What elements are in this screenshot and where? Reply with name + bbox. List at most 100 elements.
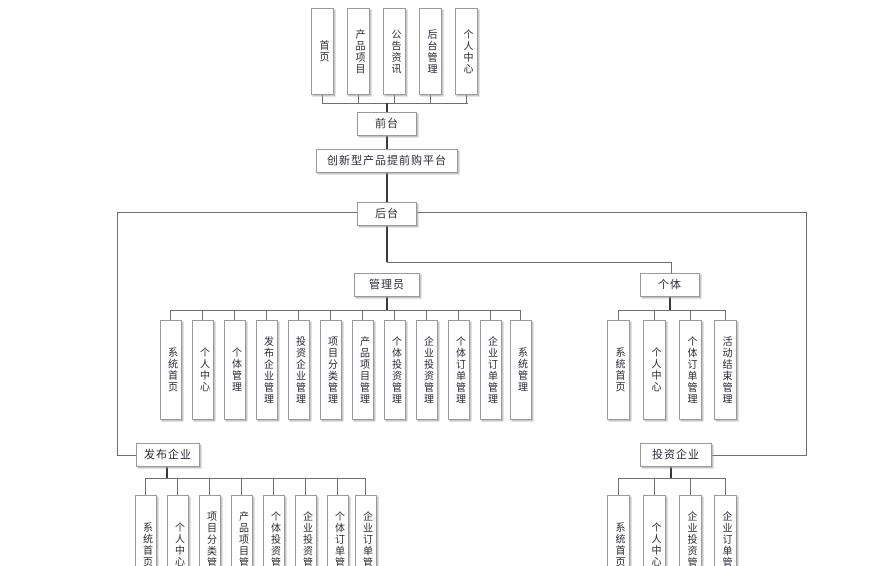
backend-node[interactable]: 后台 (357, 202, 417, 226)
admin-item-system-home[interactable]: 系统首页 (160, 320, 182, 420)
role-admin-node[interactable]: 管理员 (354, 273, 420, 297)
investor-bus-line (618, 478, 726, 479)
admin-stub-11 (520, 310, 521, 320)
role-individual-label: 个体 (658, 278, 682, 291)
backend-bus-left (117, 212, 358, 213)
admin-stub-4 (298, 310, 299, 320)
admin-stub-6 (362, 310, 363, 320)
publisher-item-personal-center[interactable]: 个人中心 (167, 495, 189, 566)
admin-drop-line (386, 297, 388, 311)
admin-bus-line (170, 310, 520, 311)
backend-drop-to-investor (806, 212, 807, 455)
frontend-stub-4 (466, 94, 467, 104)
backend-to-roles-connector (386, 226, 388, 262)
publisher-item-enterprise-invest-mgmt[interactable]: 企业投资管理 (295, 495, 317, 566)
frontend-item-label: 首页 (317, 40, 328, 63)
admin-item-label: 项目分类管理 (325, 335, 337, 405)
admin-item-personal-center[interactable]: 个人中心 (192, 320, 214, 420)
publisher-drop-line (166, 467, 168, 478)
publisher-item-system-home[interactable]: 系统首页 (135, 495, 157, 566)
investor-item-label: 系统首页 (613, 522, 624, 566)
admin-item-product-project-mgmt[interactable]: 产品项目管理 (352, 320, 374, 420)
admin-item-individual-order-mgmt[interactable]: 个体订单管理 (448, 320, 470, 420)
admin-stub-0 (170, 310, 171, 320)
frontend-item-personal-center[interactable]: 个人中心 (455, 8, 478, 95)
investor-item-system-home[interactable]: 系统首页 (607, 495, 630, 566)
publisher-stub-2 (209, 478, 210, 495)
admin-item-label: 个人中心 (197, 347, 209, 393)
admin-item-label: 企业订单管理 (485, 335, 497, 405)
publisher-item-individual-order-mgmt[interactable]: 个体订单管理 (327, 495, 349, 566)
individual-item-system-home[interactable]: 系统首页 (607, 320, 630, 420)
role-admin-label: 管理员 (369, 278, 405, 291)
backend-drop-to-publisher (117, 212, 118, 455)
individual-stub-1 (654, 310, 655, 320)
investor-stub-2 (690, 478, 691, 495)
frontend-item-label: 产品项目 (353, 28, 364, 75)
role-investor-node[interactable]: 投资企业 (640, 443, 712, 467)
roles-bus-line (387, 262, 672, 263)
root-label: 创新型产品提前购平台 (327, 154, 447, 167)
backend-label: 后台 (375, 207, 399, 220)
publisher-item-label: 企业订单管理 (360, 510, 372, 566)
role-publisher-label: 发布企业 (144, 448, 192, 461)
individual-item-personal-center[interactable]: 个人中心 (643, 320, 666, 420)
frontend-item-backend-admin[interactable]: 后台管理 (419, 8, 442, 95)
root-node[interactable]: 创新型产品提前购平台 (316, 149, 458, 173)
admin-stub-1 (202, 310, 203, 320)
investor-item-personal-center[interactable]: 个人中心 (643, 495, 666, 566)
admin-item-investor-mgmt[interactable]: 投资企业管理 (288, 320, 310, 420)
frontend-stub-0 (322, 94, 323, 104)
admin-item-individual-invest-mgmt[interactable]: 个体投资管理 (384, 320, 406, 420)
role-investor-label: 投资企业 (652, 448, 700, 461)
admin-stub-9 (458, 310, 459, 320)
admin-item-publisher-mgmt[interactable]: 发布企业管理 (256, 320, 278, 420)
frontend-stub-1 (358, 94, 359, 104)
publisher-item-label: 系统首页 (140, 522, 152, 566)
investor-entry-line (712, 455, 807, 456)
frontend-node[interactable]: 前台 (357, 112, 417, 136)
role-publisher-node[interactable]: 发布企业 (136, 443, 200, 467)
publisher-item-label: 企业投资管理 (300, 510, 312, 566)
admin-item-system-mgmt[interactable]: 系统管理 (510, 320, 532, 420)
root-to-backend-connector (386, 173, 388, 202)
investor-item-label: 企业投资管理 (685, 510, 696, 566)
admin-item-label: 个体订单管理 (453, 335, 465, 405)
publisher-item-category-mgmt[interactable]: 项目分类管理 (199, 495, 221, 566)
publisher-item-individual-invest-mgmt[interactable]: 个体投资管理 (263, 495, 285, 566)
individual-stub (671, 262, 672, 273)
individual-item-activity-end-mgmt[interactable]: 活动结束管理 (714, 320, 737, 420)
individual-item-order-mgmt[interactable]: 个体订单管理 (679, 320, 702, 420)
publisher-stub-1 (177, 478, 178, 495)
frontend-bus-line (322, 103, 468, 104)
frontend-item-home[interactable]: 首页 (311, 8, 334, 95)
admin-item-individual-mgmt[interactable]: 个体管理 (224, 320, 246, 420)
publisher-item-product-project-mgmt[interactable]: 产品项目管理 (231, 495, 253, 566)
individual-drop-line (669, 297, 671, 311)
individual-stub-2 (690, 310, 691, 320)
investor-stub-0 (618, 478, 619, 495)
admin-item-label: 系统首页 (165, 347, 177, 393)
publisher-bus-line (145, 478, 365, 479)
publisher-stub-5 (305, 478, 306, 495)
role-individual-node[interactable]: 个体 (640, 273, 700, 297)
frontend-connector (386, 103, 388, 112)
frontend-stub-2 (394, 94, 395, 104)
admin-item-category-mgmt[interactable]: 项目分类管理 (320, 320, 342, 420)
admin-stub-3 (266, 310, 267, 320)
publisher-stub-7 (365, 478, 366, 495)
investor-item-enterprise-invest-mgmt[interactable]: 企业投资管理 (679, 495, 702, 566)
admin-item-enterprise-order-mgmt[interactable]: 企业订单管理 (480, 320, 502, 420)
investor-item-enterprise-order-mgmt[interactable]: 企业订单管理 (714, 495, 737, 566)
publisher-item-label: 项目分类管理 (204, 510, 216, 566)
admin-stub-8 (426, 310, 427, 320)
investor-drop-line (670, 467, 672, 478)
admin-item-enterprise-invest-mgmt[interactable]: 企业投资管理 (416, 320, 438, 420)
publisher-item-enterprise-order-mgmt[interactable]: 企业订单管理 (355, 495, 377, 566)
frontend-item-product-project[interactable]: 产品项目 (347, 8, 370, 95)
individual-item-label: 活动结束管理 (720, 335, 731, 405)
individual-stub-0 (618, 310, 619, 320)
individual-item-label: 个人中心 (649, 347, 660, 393)
publisher-item-label: 个人中心 (172, 522, 184, 566)
frontend-item-announcement[interactable]: 公告资讯 (383, 8, 406, 95)
